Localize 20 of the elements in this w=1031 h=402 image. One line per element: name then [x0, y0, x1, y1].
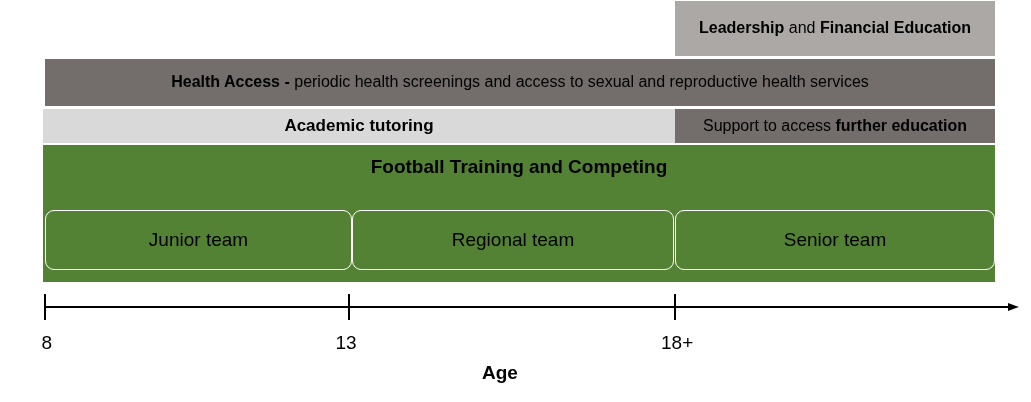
tick-label: 18+ — [661, 332, 694, 354]
team-box — [45, 210, 352, 270]
band-label: Support to access further education — [702, 116, 968, 136]
team-box — [352, 210, 674, 270]
band-label: Academic tutoring — [284, 116, 434, 136]
tick-label: 8 — [41, 332, 53, 354]
tick-label: 13 — [335, 332, 357, 354]
team-label: Regional team — [451, 229, 575, 251]
band-label: Health Access - periodic health screenings and access to sexual and reproductive health services — [171, 73, 869, 92]
program-band — [675, 1, 995, 56]
program-band — [43, 109, 675, 143]
panel-title: Football Training and Competing — [370, 156, 668, 178]
team-label: Junior team — [148, 229, 249, 251]
program-band — [45, 59, 995, 106]
axis-title: Age — [482, 362, 518, 384]
program-panel — [43, 145, 995, 282]
program-band — [675, 109, 995, 143]
band-label: Leadership and Financial Education — [698, 19, 972, 38]
team-box — [675, 210, 995, 270]
team-label: Senior team — [783, 229, 887, 251]
